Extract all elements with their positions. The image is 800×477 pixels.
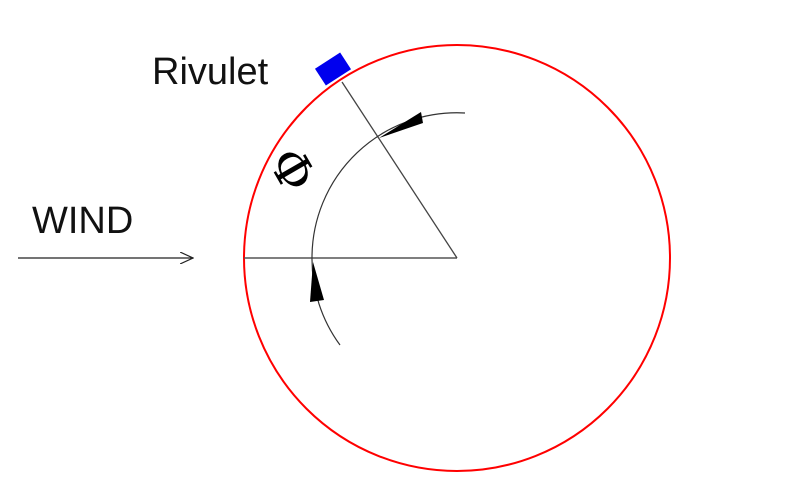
angle-arc [311,112,466,346]
rivulet-label: Rivulet [152,51,269,93]
radial-line-to-rivulet [341,81,458,259]
phi-angle-label: Φ [257,138,328,203]
rivulet-marker [314,52,352,86]
wind-label: WIND [32,200,133,242]
arrowhead-top-icon [379,112,423,138]
arrowhead-bottom-icon [310,262,324,302]
